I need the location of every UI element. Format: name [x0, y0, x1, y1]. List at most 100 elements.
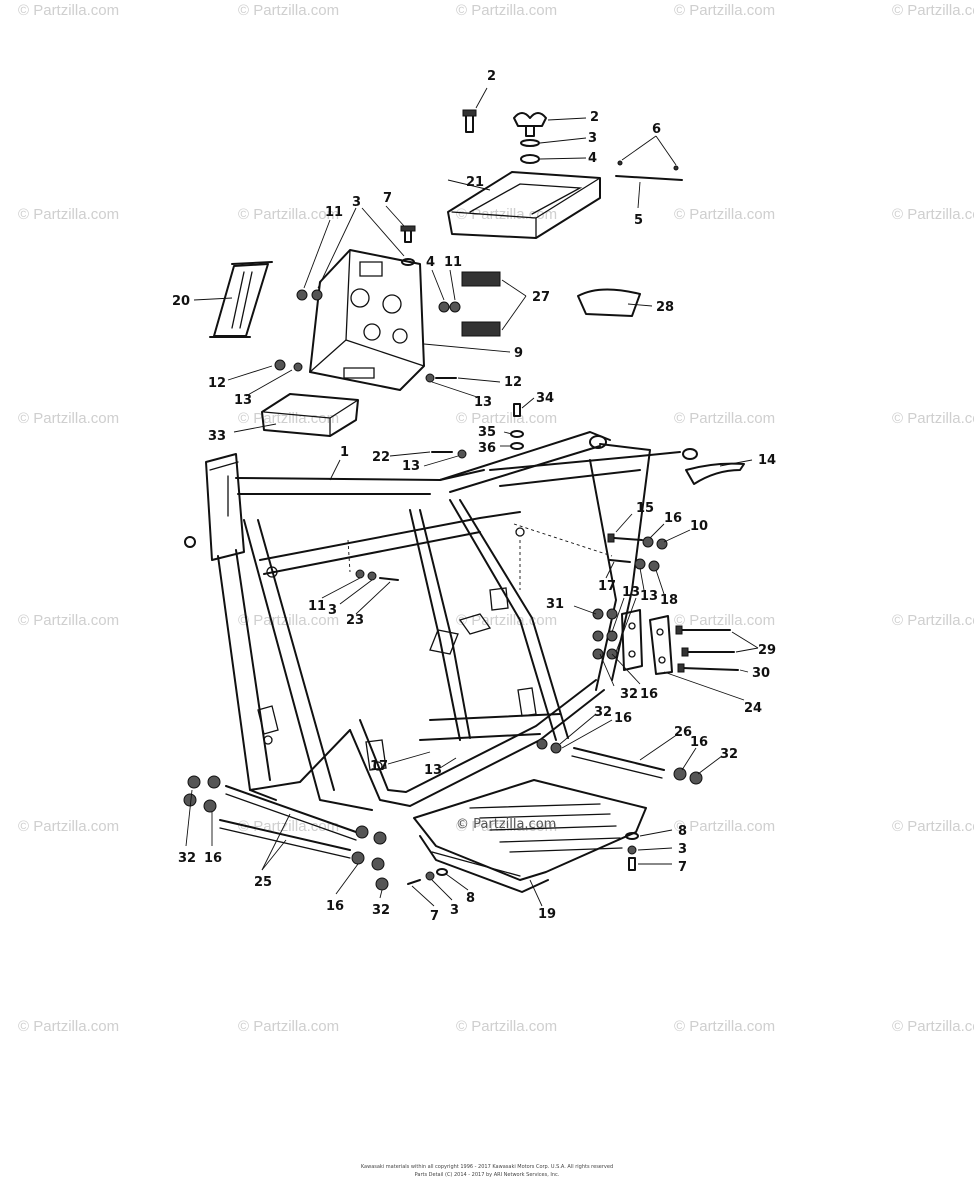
callout-24: 24 — [744, 701, 762, 716]
callout-5: 5 — [634, 213, 643, 228]
callout-19: 19 — [538, 907, 556, 922]
callout-4: 4 — [588, 151, 597, 166]
wing-nut-part-2 — [513, 112, 547, 137]
callout-6: 6 — [652, 122, 661, 137]
callout-4: 4 — [426, 255, 435, 270]
watermark-text: © Partzilla.com — [674, 612, 776, 629]
callout-16: 16 — [204, 851, 222, 866]
diagram-watermark: © Partzilla.com — [456, 817, 556, 832]
callout-33: 33 — [208, 429, 226, 444]
watermark-text: © Partzilla.com — [892, 206, 974, 223]
callout-18: 18 — [660, 593, 678, 608]
hardware-part-7-3-8-left — [407, 868, 448, 885]
watermark-text: © Partzilla.com — [674, 1018, 776, 1035]
callout-14: 14 — [758, 453, 776, 468]
washer-part-4 — [520, 154, 540, 164]
callout-30: 30 — [752, 666, 770, 681]
watermark-text: © Partzilla.com — [18, 1018, 120, 1035]
copyright-line-1: Kawasaki materials within all copyright … — [360, 1164, 614, 1170]
callout-10: 10 — [690, 519, 708, 534]
callout-31: 31 — [546, 597, 564, 612]
copyright-line-2: Parts Detail (C) 2014 - 2017 by ARI Netw… — [414, 1172, 560, 1178]
callout-11: 11 — [308, 599, 326, 614]
callout-13: 13 — [622, 585, 640, 600]
callout-11: 11 — [325, 205, 343, 220]
callout-7: 7 — [430, 909, 439, 924]
grab-bar-part-14 — [685, 462, 745, 485]
watermark-text: © Partzilla.com — [674, 410, 776, 427]
callout-17: 17 — [370, 759, 388, 774]
callout-13: 13 — [424, 763, 442, 778]
callout-3: 3 — [588, 131, 597, 146]
watermark-text: © Partzilla.com — [18, 818, 120, 835]
bolts-part-29-30 — [675, 625, 739, 673]
callout-2: 2 — [590, 110, 599, 125]
callout-8: 8 — [678, 824, 687, 839]
callout-32: 32 — [372, 903, 390, 918]
callout-32: 32 — [178, 851, 196, 866]
washer-part-3 — [520, 139, 540, 147]
callout-16: 16 — [664, 511, 682, 526]
watermark-text: © Partzilla.com — [238, 1018, 340, 1035]
callout-3: 3 — [352, 195, 361, 210]
bracket-part-20 — [209, 261, 273, 338]
battery-tray-part-21 — [447, 171, 601, 239]
watermark-text: © Partzilla.com — [238, 206, 340, 223]
watermark-text: © Partzilla.com — [892, 410, 974, 427]
rod-part-5 — [615, 160, 683, 181]
callout-20: 20 — [172, 294, 190, 309]
battery-part-33 — [261, 393, 359, 437]
callout-28: 28 — [656, 300, 674, 315]
callout-25: 25 — [254, 875, 272, 890]
callout-13: 13 — [234, 393, 252, 408]
watermark-text: © Partzilla.com — [892, 612, 974, 629]
watermark-text: © Partzilla.com — [674, 818, 776, 835]
watermark-text: © Partzilla.com — [18, 2, 120, 19]
nuts-part-16-32-left — [183, 775, 389, 891]
hardware-part-8-3-7-right — [625, 832, 639, 871]
callout-9: 9 — [514, 346, 523, 361]
bolt-part-2 — [462, 109, 477, 133]
callout-8: 8 — [466, 891, 475, 906]
watermark-text: © Partzilla.com — [892, 818, 974, 835]
callout-34: 34 — [536, 391, 554, 406]
callout-13: 13 — [474, 395, 492, 410]
callout-36: 36 — [478, 441, 496, 456]
hardware-part-11-3-23 — [355, 569, 399, 581]
callout-11: 11 — [444, 255, 462, 270]
callout-1: 1 — [340, 445, 349, 460]
callout-32: 32 — [620, 687, 638, 702]
watermark-text: © Partzilla.com — [18, 410, 120, 427]
callout-7: 7 — [383, 191, 392, 206]
callout-16: 16 — [640, 687, 658, 702]
watermark-text: © Partzilla.com — [238, 612, 340, 629]
watermark-text: © Partzilla.com — [456, 1018, 558, 1035]
callout-3: 3 — [678, 842, 687, 857]
callout-13: 13 — [640, 589, 658, 604]
callout-13: 13 — [402, 459, 420, 474]
callout-12: 12 — [504, 375, 522, 390]
main-frame-part-1 — [184, 431, 698, 811]
hardware-box-mount — [274, 225, 461, 383]
long-bolt-part-26 — [536, 738, 703, 785]
watermark-text: © Partzilla.com — [674, 206, 776, 223]
callout-2: 2 — [487, 69, 496, 84]
callout-26: 26 — [674, 725, 692, 740]
callout-22: 22 — [372, 450, 390, 465]
long-bolts-part-25 — [219, 785, 357, 859]
callout-32: 32 — [594, 705, 612, 720]
watermark-text: © Partzilla.com — [674, 2, 776, 19]
watermark-text: © Partzilla.com — [456, 818, 558, 835]
callout-15: 15 — [636, 501, 654, 516]
watermark-text: © Partzilla.com — [892, 1018, 974, 1035]
watermark-text: © Partzilla.com — [18, 612, 120, 629]
callout-16: 16 — [326, 899, 344, 914]
callout-32: 32 — [720, 747, 738, 762]
mount-plates-part-24 — [621, 609, 673, 675]
watermark-text: © Partzilla.com — [18, 206, 120, 223]
watermark-text: © Partzilla.com — [456, 2, 558, 19]
callout-16: 16 — [690, 735, 708, 750]
watermark-text: © Partzilla.com — [456, 410, 558, 427]
